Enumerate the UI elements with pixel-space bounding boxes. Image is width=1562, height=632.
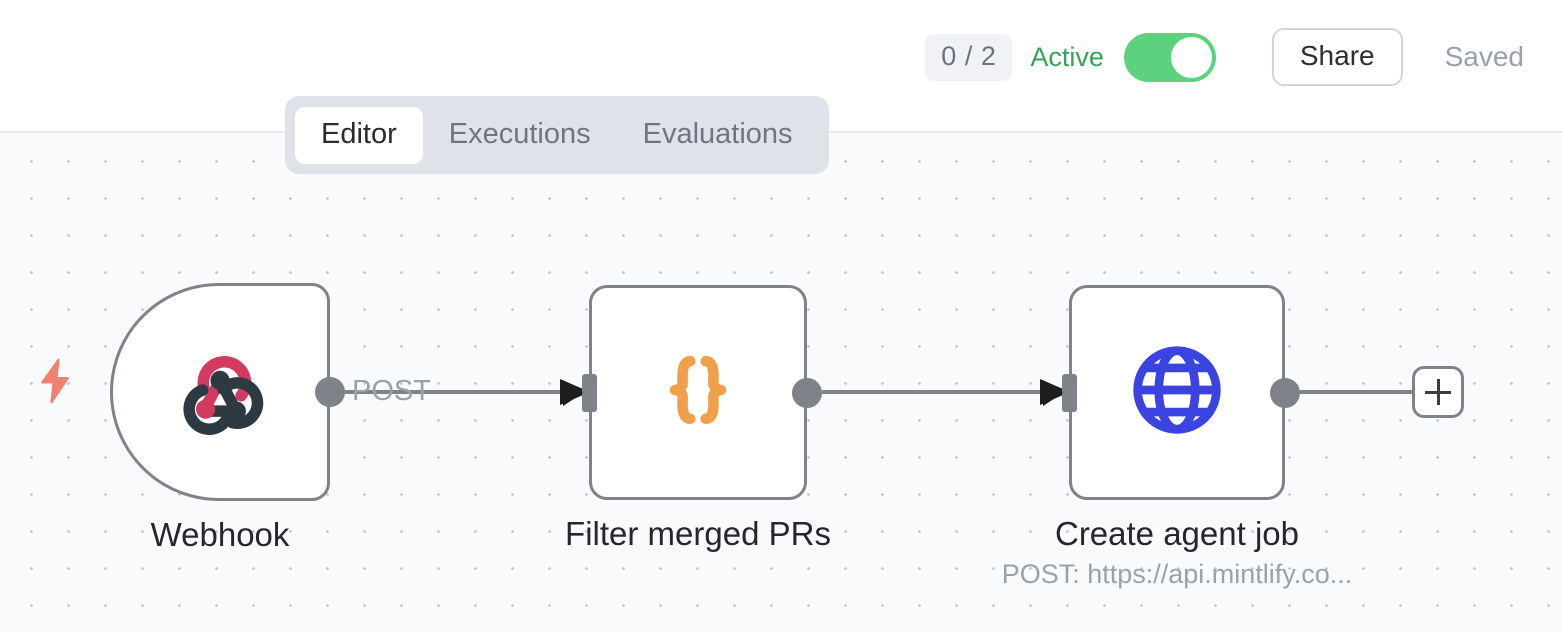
filter-output-handle[interactable] [792,377,822,408]
node-http-title: Create agent job [1054,515,1299,552]
workflow-canvas[interactable]: Webhook POST Filter merged PRs [0,133,1562,632]
edge-label-post: POST [352,375,431,407]
globe-icon [1129,342,1225,443]
webhook-output-handle[interactable] [315,377,345,407]
node-webhook[interactable]: Webhook [110,283,345,553]
header-actions: 0 / 2 Active Share Saved [925,28,1524,86]
tab-evaluations[interactable]: Evaluations [642,117,793,150]
node-filter-label: Filter merged PRs [565,515,831,552]
tab-editor[interactable]: Editor [295,106,423,164]
node-webhook-label: Webhook [150,516,290,553]
http-input-handle[interactable] [1043,373,1077,412]
active-toggle[interactable] [1123,32,1216,82]
execution-count-badge: 0 / 2 [925,33,1013,81]
share-button[interactable]: Share [1271,28,1403,86]
filter-input-handle[interactable] [563,373,597,412]
view-tabs: Editor Executions Evaluations [285,96,829,174]
tab-executions[interactable]: Executions [448,117,591,150]
lightning-bolt-icon [38,358,72,404]
edge-arrow-icon [1043,379,1063,406]
add-node-button[interactable] [1412,366,1464,418]
node-create-agent-job[interactable]: Create agent job POST: https://api.mintl… [1002,285,1352,589]
code-braces-icon [650,342,746,443]
edge-arrow-icon [563,379,583,406]
node-http-label: Create agent job POST: https://api.mintl… [1002,515,1353,590]
toggle-knob [1170,36,1212,78]
node-filter-merged-prs[interactable]: Filter merged PRs [563,285,831,552]
node-http-sublabel: POST: https://api.mintlify.co... [1001,558,1353,589]
http-output-handle[interactable] [1270,377,1300,408]
saved-status-label: Saved [1444,41,1524,72]
webhook-icon [172,342,268,443]
active-status-label: Active [1030,41,1104,72]
